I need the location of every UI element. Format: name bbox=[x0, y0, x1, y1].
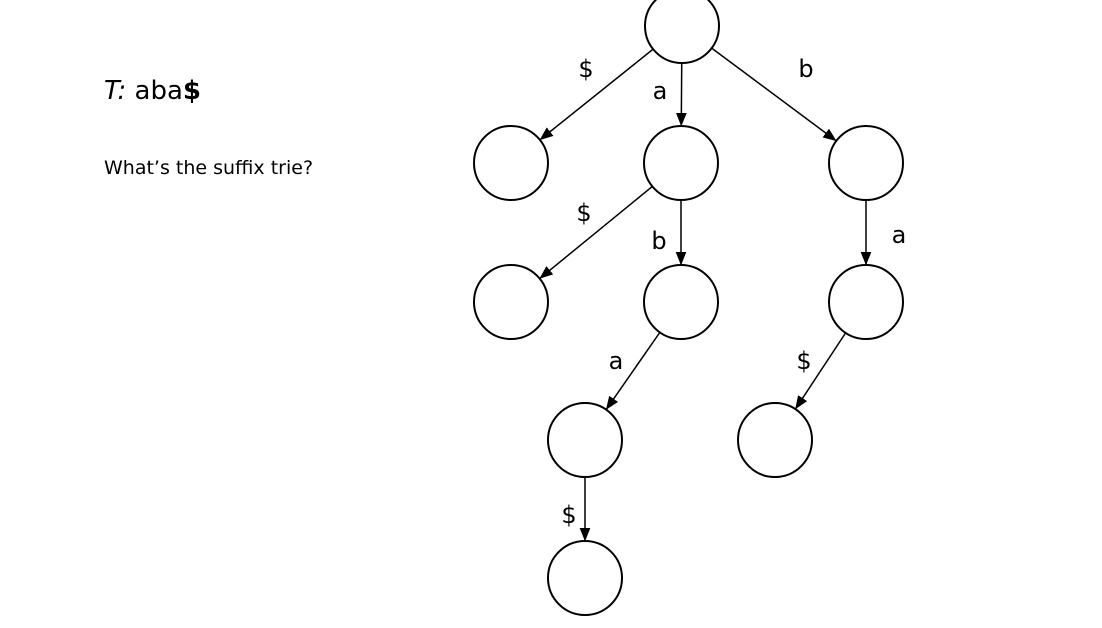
edge-label: a bbox=[892, 221, 907, 249]
edge-n2-n4 bbox=[539, 185, 653, 279]
trie-node-n4 bbox=[473, 264, 549, 340]
edge-label: a bbox=[653, 77, 668, 105]
trie-node-n8 bbox=[737, 402, 813, 478]
labels-layer: $ a b $ b a a $ $ bbox=[561, 55, 906, 529]
edge-n5-n7 bbox=[605, 331, 661, 410]
edge-label: a bbox=[609, 347, 624, 375]
edge-label: b bbox=[798, 55, 813, 83]
edge-label: $ bbox=[561, 501, 576, 529]
trie-node-n7 bbox=[547, 402, 623, 478]
text-var: T: bbox=[104, 76, 127, 106]
trie-node-n3 bbox=[828, 125, 904, 201]
question-text: What’s the suffix trie? bbox=[104, 157, 314, 179]
trie-node-n1 bbox=[473, 125, 549, 201]
trie-node-root bbox=[644, 0, 720, 64]
trie-node-n6 bbox=[828, 264, 904, 340]
text-title: T: aba$ bbox=[104, 74, 201, 108]
edge-root-n3 bbox=[711, 47, 837, 142]
text-string: aba bbox=[134, 76, 183, 106]
trie-node-n5 bbox=[643, 264, 719, 340]
text-terminator: $ bbox=[182, 76, 201, 106]
edge-n6-n8 bbox=[795, 332, 847, 410]
nodes-layer bbox=[473, 0, 904, 616]
edges-layer bbox=[539, 47, 872, 542]
edge-label: $ bbox=[576, 199, 591, 227]
edge-root-n1 bbox=[539, 48, 654, 141]
edge-label: $ bbox=[796, 347, 811, 375]
trie-node-n9 bbox=[547, 540, 623, 616]
trie-node-n2 bbox=[643, 125, 719, 201]
edge-label: b bbox=[651, 227, 666, 255]
edge-label: $ bbox=[578, 55, 593, 83]
